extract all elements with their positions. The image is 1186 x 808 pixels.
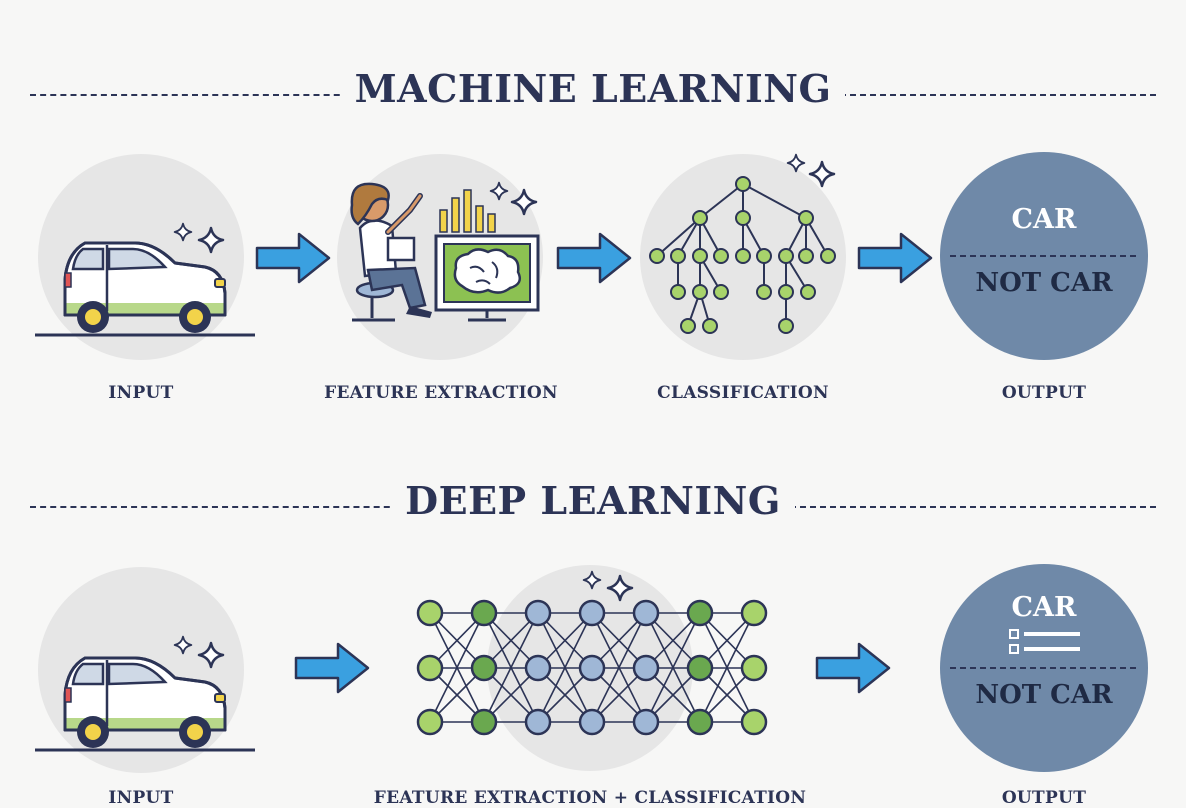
dl-title-rule-left bbox=[30, 506, 410, 508]
ml-label-input: INPUT bbox=[108, 383, 174, 403]
nn-node bbox=[470, 599, 498, 627]
ml-arrow-3-icon bbox=[857, 232, 933, 284]
ml-label-output: OUTPUT bbox=[1001, 383, 1087, 403]
nn-connection bbox=[429, 612, 485, 723]
nn-node bbox=[416, 708, 444, 736]
ml-label-classification: CLASSIFICATION bbox=[657, 383, 829, 403]
ml-title: MACHINE LEARNING bbox=[0, 66, 1186, 111]
nn-connection bbox=[645, 612, 701, 723]
nn-node bbox=[686, 708, 714, 736]
nn-node bbox=[632, 654, 660, 682]
nn-connection bbox=[537, 612, 593, 723]
nn-node bbox=[740, 708, 768, 736]
ml-output-not-car: NOT CAR bbox=[975, 268, 1113, 298]
nn-node bbox=[740, 599, 768, 627]
dl-arrow-icon bbox=[294, 642, 370, 694]
neural-network-nodes bbox=[416, 599, 768, 736]
scientist-icon bbox=[350, 182, 432, 322]
nn-node bbox=[470, 654, 498, 682]
nn-node bbox=[578, 599, 606, 627]
dl-title: DEEP LEARNING bbox=[0, 478, 1186, 523]
nn-node bbox=[686, 654, 714, 682]
nn-node bbox=[578, 708, 606, 736]
nn-node bbox=[470, 708, 498, 736]
ml-arrow-2-icon bbox=[556, 232, 632, 284]
ml-title-rule-left bbox=[30, 94, 360, 96]
nn-connection bbox=[699, 612, 755, 723]
ml-label-feature-extraction: FEATURE EXTRACTION bbox=[324, 383, 558, 403]
dl-output-car: CAR bbox=[1011, 592, 1077, 623]
nn-node bbox=[524, 599, 552, 627]
dl-label-input: INPUT bbox=[108, 788, 174, 808]
nn-node bbox=[416, 654, 444, 682]
nn-connection bbox=[591, 612, 647, 723]
nn-node bbox=[632, 708, 660, 736]
dl-output-not-car: NOT CAR bbox=[975, 680, 1113, 710]
checklist-icon bbox=[1009, 629, 1080, 654]
dl-arrow-2-icon bbox=[815, 642, 891, 694]
nn-node bbox=[524, 708, 552, 736]
nn-node bbox=[740, 654, 768, 682]
dl-title-rule-right bbox=[780, 506, 1156, 508]
dl-label-feature-classification: FEATURE EXTRACTION + CLASSIFICATION bbox=[373, 788, 807, 808]
nn-connection bbox=[483, 612, 539, 723]
monitor-brain-icon bbox=[434, 234, 540, 322]
nn-node bbox=[524, 654, 552, 682]
nn-node bbox=[578, 654, 606, 682]
nn-node bbox=[686, 599, 714, 627]
nn-node bbox=[632, 599, 660, 627]
ml-arrow-icon bbox=[255, 232, 331, 284]
dl-label-output: OUTPUT bbox=[1001, 788, 1087, 808]
nn-node bbox=[416, 599, 444, 627]
bar-chart-icon bbox=[439, 189, 496, 233]
decision-tree-nodes bbox=[649, 176, 836, 334]
ml-output-car: CAR bbox=[1011, 204, 1077, 235]
ml-title-rule-right bbox=[830, 94, 1156, 96]
